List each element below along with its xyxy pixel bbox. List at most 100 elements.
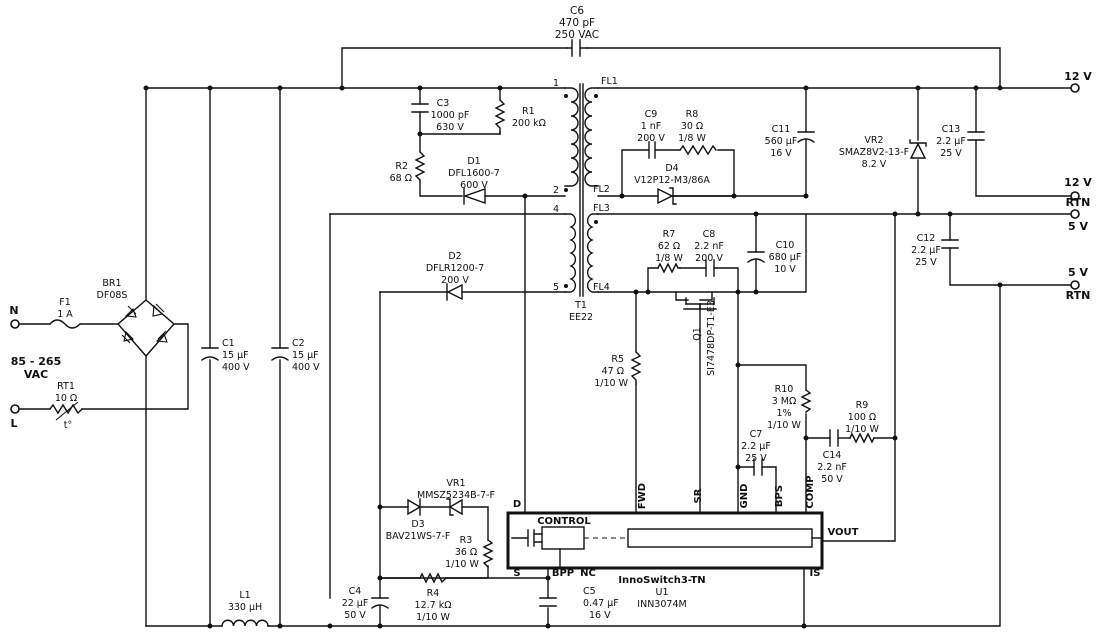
c8-value: 2.2 nF [694,241,724,252]
r4-ref: R4 [427,588,440,599]
c4-capacitor-symbol [371,577,389,627]
c11-value: 560 µF [765,136,798,147]
c11-capacitor-symbol [797,131,815,143]
d1-diode-symbol [462,187,486,205]
junction-dots [143,85,1003,629]
r8-resistor-symbol [679,144,717,156]
pin-bps-label: BPS [774,485,785,507]
c12-value: 2.2 µF [911,245,941,256]
d4-value: V12P12-M3/86A [634,175,710,186]
d2-diode-symbol [446,283,463,301]
c13-rating: 25 V [940,148,962,159]
pin-fwd-label: FWD [637,483,648,509]
c5-rating: 16 V [589,610,611,621]
r3-rating: 1/10 W [445,559,479,570]
c14-ref: C14 [823,450,842,461]
r7-value: 62 Ω [658,241,680,252]
t1-pin1: 1 [553,78,559,89]
input-unit-label: VAC [24,368,48,381]
output-12v-rtn-label-b: RTN [1066,196,1091,209]
input-n-label: N [9,304,18,317]
c9-ref: C9 [645,109,658,120]
c6-ref: C6 [570,5,584,17]
c2-capacitor-symbol [271,347,289,361]
r5-value: 47 Ω [602,366,624,377]
c10-capacitor-symbol [747,251,765,263]
r1-resistor-symbol [494,99,506,133]
c4-value: 22 µF [342,598,369,609]
c8-ref: C8 [703,229,716,240]
r10-tolerance: 1% [776,408,791,419]
c2-rating: 400 V [292,362,320,373]
r7-ref: R7 [663,229,676,240]
pin-sr-label: SR [693,488,704,503]
c2-ref: C2 [292,338,305,349]
r8-rating: 1/8 W [678,133,706,144]
c1-ref: C1 [222,338,235,349]
vr2-rating: 8.2 V [862,159,887,170]
d2-rating: 200 V [441,275,469,286]
c11-ref: C11 [772,124,791,135]
pin-d-label: D [513,499,521,510]
d3-ref: D3 [411,519,424,530]
u1-value: INN3074M [637,599,686,610]
c14-rating: 50 V [821,474,843,485]
r3-value: 36 Ω [455,547,477,558]
c12-capacitor-symbol [941,239,959,249]
r10-resistor-symbol [800,389,812,413]
control-block-label: CONTROL [537,516,591,527]
pin-bpp-label: BPP [552,568,574,579]
c3-value: 1000 pF [431,110,470,121]
d3-value: BAV21WS-7-F [386,531,451,542]
terminals [10,83,1080,414]
t1-pin5: 5 [553,282,559,293]
c10-value: 680 µF [769,252,802,263]
r5-rating: 1/10 W [594,378,628,389]
d1-ref: D1 [467,156,480,167]
c4-ref: C4 [349,586,362,597]
br1-bridge-symbol [117,299,175,358]
d4-ref: D4 [665,163,678,174]
c13-value: 2.2 µF [936,136,966,147]
r10-rating: 1/10 W [767,420,801,431]
d2-ref: D2 [448,251,461,262]
r9-ref: R9 [856,400,869,411]
vr2-zener-symbol [909,139,927,159]
c5-capacitor-symbol [539,597,557,607]
c5-value: 0.47 µF [583,598,619,609]
r9-rating: 1/10 W [845,424,879,435]
t1-transformer-symbol [564,83,599,297]
pin-is-label: IS [810,568,821,579]
r8-value: 30 Ω [681,121,703,132]
t1-fl3: FL3 [593,203,610,214]
wires [19,47,1071,627]
t1-fl4: FL4 [593,282,610,293]
r5-resistor-symbol [630,351,642,385]
r4-rating: 1/10 W [416,612,450,623]
c3-capacitor-symbol [411,103,429,117]
r9-value: 100 Ω [848,412,876,423]
rt1-temp-symbol: t° [64,420,72,431]
t1-fl2: FL2 [593,184,610,195]
c9-value: 1 nF [641,121,662,132]
d1-value: DFL1600-7 [448,168,500,179]
t1-value: EE22 [569,312,593,323]
r7-resistor-symbol [657,262,681,274]
output-5v-rtn-label-b: RTN [1066,289,1091,302]
c10-ref: C10 [776,240,795,251]
c14-capacitor-symbol [829,429,839,447]
r9-resistor-symbol [849,432,875,444]
t1-ref: T1 [574,300,587,311]
r5-ref: R5 [611,354,624,365]
rt1-thermistor-symbol [49,401,83,421]
c8-capacitor-symbol [705,259,715,277]
d2-value: DFLR1200-7 [426,263,484,274]
vr2-ref: VR2 [864,135,883,146]
r10-value: 3 MΩ [772,396,797,407]
l1-value: 330 µH [228,602,262,613]
pin-nc-label: NC [580,568,596,579]
t1-pin4: 4 [553,204,559,215]
c12-rating: 25 V [915,257,937,268]
vr1-value: MMSZ5234B-7-F [417,490,495,501]
output-5v-rtn-label-a: 5 V [1068,266,1088,279]
